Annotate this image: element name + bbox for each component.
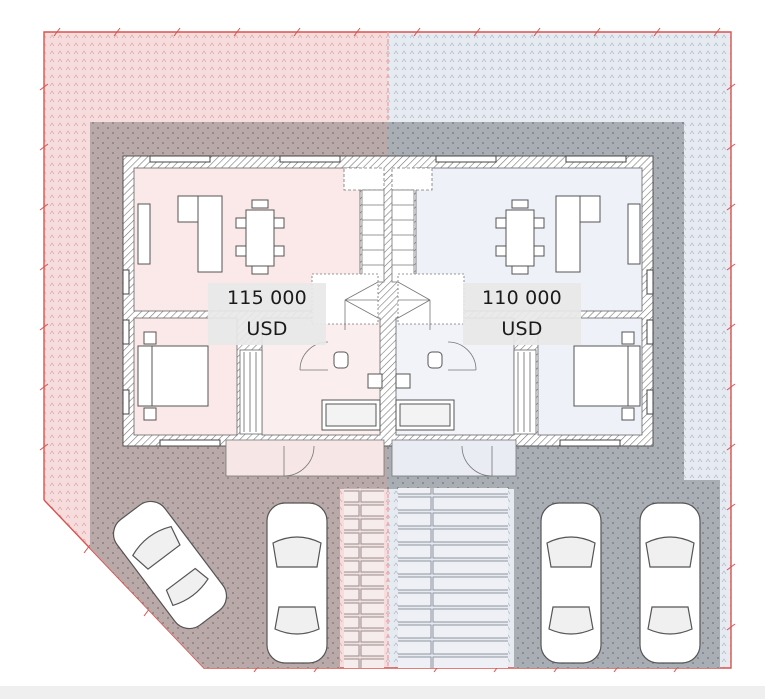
price-value: 115 000 xyxy=(227,287,307,309)
price-value: 110 000 xyxy=(482,287,562,309)
stair-icon xyxy=(311,167,465,330)
toilet-icon xyxy=(333,351,443,389)
dining-table-icon xyxy=(235,199,545,275)
windows xyxy=(122,155,654,447)
bed-icon xyxy=(137,331,641,421)
price-currency: USD xyxy=(501,318,543,340)
driveway-left xyxy=(90,480,384,668)
door-swing-icon xyxy=(283,341,493,477)
boundary-ticks xyxy=(39,27,736,673)
car-icon xyxy=(112,500,701,664)
sofa-icon xyxy=(137,195,641,273)
wardrobe-icon xyxy=(239,349,537,435)
price-tag-right: 110 000 USD xyxy=(463,283,581,345)
price-tag-left: 115 000 USD xyxy=(208,283,326,345)
bottom-strip xyxy=(0,686,765,699)
price-currency: USD xyxy=(246,318,288,340)
bathtub-icon xyxy=(321,399,455,431)
